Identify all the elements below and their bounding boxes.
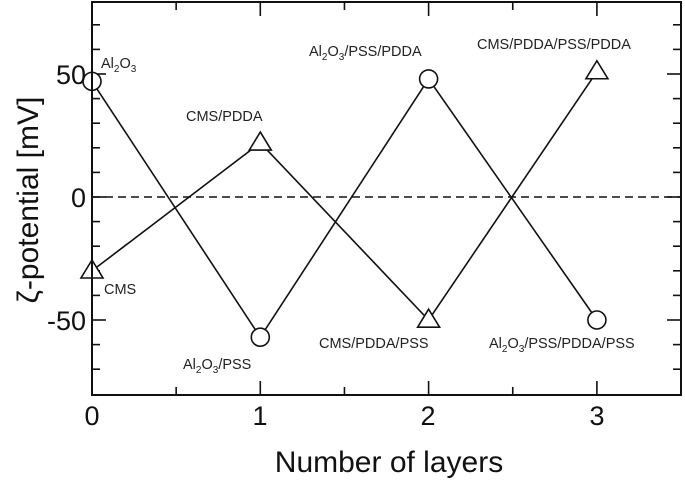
y-axis-title: ζ-potential [mV] (12, 97, 45, 304)
label-cms: CMS (104, 282, 136, 298)
label-al2o3-pss-pdda-pss: Al2O3/PSS/PDDA/PSS (489, 336, 635, 355)
plot-frame (91, 1, 682, 396)
circle-marker (250, 327, 271, 348)
triangle-marker (416, 307, 442, 329)
label-cms-pdda: CMS/PDDA (186, 109, 263, 125)
series-line-0 (91, 77, 598, 339)
x-tick-label-0: 0 (84, 401, 99, 431)
label-al2o3-pss: Al2O3/PSS (183, 357, 251, 376)
x-axis-title: Number of layers (275, 446, 503, 479)
x-tick-label-3: 3 (589, 401, 604, 431)
data-lines (91, 71, 598, 339)
triangle-marker (584, 59, 610, 80)
y-tick-label-50: 50 (56, 60, 86, 90)
data-markers (79, 59, 610, 348)
x-tick-label-1: 1 (252, 401, 267, 431)
y-tick-label-0: 0 (71, 183, 86, 213)
x-tick-label-2: 2 (420, 401, 435, 431)
circle-marker (587, 310, 607, 330)
y-tick-label-minus50: -50 (47, 306, 86, 336)
label-al2o3: Al2O3 (101, 56, 137, 75)
triangle-marker (247, 130, 273, 151)
label-cms-pdda-pss-pdda: CMS/PDDA/PSS/PDDA (477, 37, 631, 53)
circle-marker (418, 69, 439, 89)
label-al2o3-pss-pdda: Al2O3/PSS/PDDA (309, 44, 422, 63)
label-cms-pdda-pss: CMS/PDDA/PSS (319, 336, 429, 352)
series-line-1 (91, 71, 598, 322)
